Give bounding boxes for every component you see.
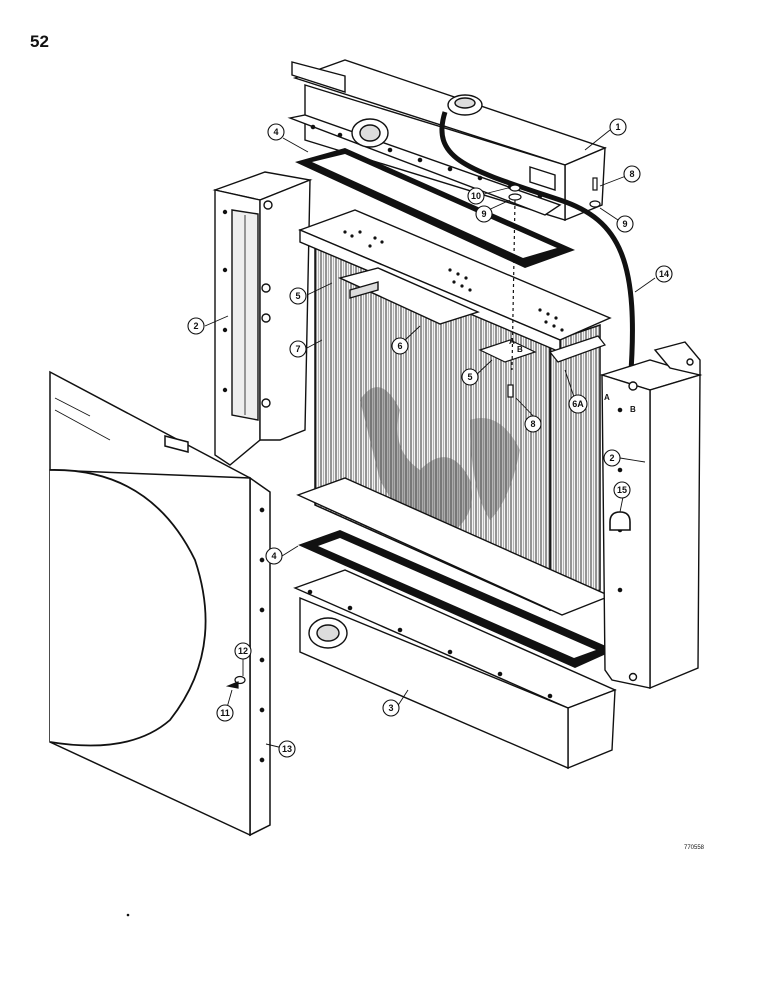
callout-12 [234,642,252,660]
callout-9-left [475,205,493,223]
callout-8-lower-label: 8 [530,419,535,429]
clip [609,511,631,531]
callout-5-upper-label: 5 [295,291,300,301]
callout-7 [289,340,307,358]
top-core-plate [298,209,612,354]
callout-8-lower [524,415,542,433]
callout-8-upper-label: 8 [629,169,634,179]
callout-2-left [187,317,205,335]
callout-12-label: 12 [238,646,248,656]
callout-10-label: 10 [471,191,481,201]
callout-14 [655,265,673,283]
fan-shroud [49,370,271,837]
callout-5-upper [289,287,307,305]
speck [126,913,130,917]
callout-6a-label: 6A [572,399,584,409]
callout-5-lower-label: 5 [467,372,472,382]
callout-4-lower [265,547,283,565]
callout-3 [382,699,400,717]
letter-b-panel: B [630,405,636,414]
baffle [478,339,537,363]
callout-6a [568,394,588,414]
overflow-tube [439,111,635,386]
callout-9-right-label: 9 [622,219,627,229]
callout-11-label: 11 [220,708,230,718]
letter-a-core: A [509,337,515,346]
callout-14-label: 14 [659,269,669,279]
callout-2-left-label: 2 [193,321,198,331]
callout-15 [613,481,631,499]
callout-10 [467,187,485,205]
left-side-panel [212,171,313,466]
callout-4-lower-label: 4 [271,551,276,561]
callout-11 [216,704,234,722]
plate-hole-pattern [343,230,564,332]
letter-a-panel: A [604,393,610,402]
baffle-6a [548,335,606,363]
callout-2-right [603,449,621,467]
callout-7-label: 7 [295,344,300,354]
callout-4-upper [267,123,285,141]
callout-5-lower [461,368,479,386]
hardware [225,177,601,689]
bottom-tank [293,569,617,770]
callout-6-label: 6 [397,341,402,351]
callout-13 [278,740,296,758]
callout-6 [391,337,409,355]
callout-2-right-label: 2 [609,453,614,463]
callout-3-label: 3 [388,703,393,713]
callout-13-label: 13 [282,744,292,754]
callout-1-label: 1 [615,122,620,132]
callout-9-left-label: 9 [481,209,486,219]
callout-4-upper-label: 4 [273,127,278,137]
callout-8-upper [623,165,641,183]
top-tank [287,59,607,222]
callout-1 [609,118,627,136]
page-number: 52 [30,32,49,51]
drawing-code: 770558 [684,845,705,851]
callout-15-label: 15 [617,485,627,495]
callout-9-right [616,215,634,233]
letter-b-core: B [517,345,523,354]
